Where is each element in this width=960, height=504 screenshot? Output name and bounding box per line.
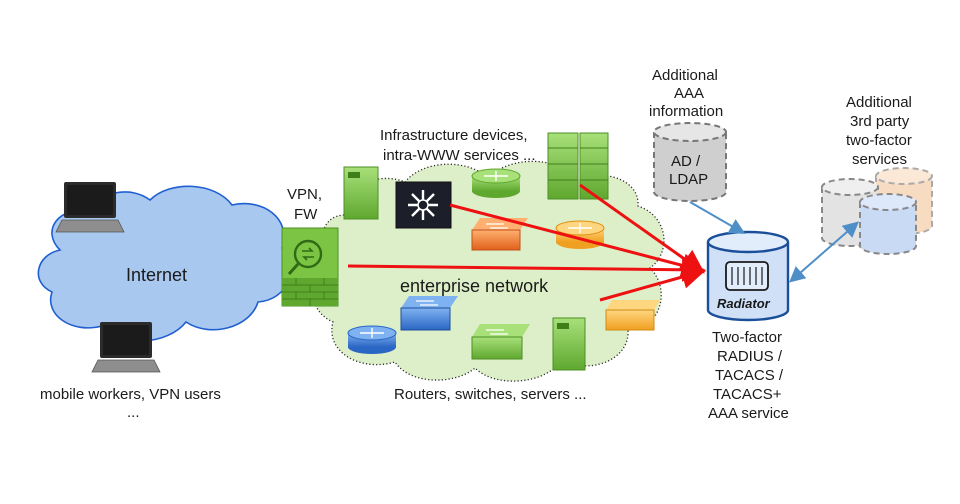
aaa-service-label: TACACS / xyxy=(715,367,784,384)
flow-arrow xyxy=(449,203,706,278)
ad-ldap-label: AD / xyxy=(671,153,701,170)
firewall-icon xyxy=(281,227,339,307)
router-icon xyxy=(471,168,521,198)
aaa-service-label: AAA service xyxy=(708,405,789,422)
link-arrow xyxy=(788,221,860,283)
infra-devices-label: Infrastructure devices, xyxy=(380,127,528,144)
server-icon xyxy=(552,317,586,371)
flow-arrow xyxy=(599,265,706,302)
database-icon xyxy=(859,193,917,255)
database-icon xyxy=(653,122,727,202)
internet-label: Internet xyxy=(126,265,188,285)
ad-ldap-label: LDAP xyxy=(669,171,709,188)
aaa-service-label: TACACS+ xyxy=(713,386,782,403)
aaa-info-label: AAA xyxy=(674,85,705,102)
flow-arrow xyxy=(347,257,706,282)
laptop-icon xyxy=(55,182,125,233)
switch-icon xyxy=(400,296,458,331)
enterprise-network-label: enterprise network xyxy=(400,276,549,296)
radiator-label: Radiator xyxy=(717,296,770,311)
third-party-label: services xyxy=(852,151,908,168)
aaa-info-label: information xyxy=(649,103,724,120)
flow-arrow xyxy=(579,183,705,274)
switch-icon xyxy=(605,300,660,331)
mobile-workers-label: mobile workers, VPN users xyxy=(40,386,221,403)
aaa-info-label: Additional xyxy=(652,67,718,84)
server-icon xyxy=(343,166,379,220)
link-arrow xyxy=(689,201,746,234)
third-party-label: 3rd party xyxy=(850,113,910,130)
router-icon xyxy=(555,220,605,249)
laptop-icon xyxy=(91,322,161,373)
third-party-label: two-factor xyxy=(846,132,912,149)
mobile-workers-ellipsis: ... xyxy=(127,404,140,421)
third-party-label: Additional xyxy=(846,94,912,111)
vpn-fw-label: FW xyxy=(294,206,318,223)
aaa-service-label: RADIUS / xyxy=(717,348,783,365)
aaa-service-label: Two-factor xyxy=(712,329,783,346)
vpn-fw-label: VPN, xyxy=(287,186,323,203)
infra-devices-label: intra-WWW services ... xyxy=(383,147,536,164)
switch-icon xyxy=(471,324,530,360)
router-icon xyxy=(347,325,397,354)
database-icon xyxy=(706,230,790,322)
server-icon xyxy=(547,132,609,200)
routers-switches-label: Routers, switches, servers ... xyxy=(394,386,587,403)
core-switch-icon xyxy=(395,181,452,229)
